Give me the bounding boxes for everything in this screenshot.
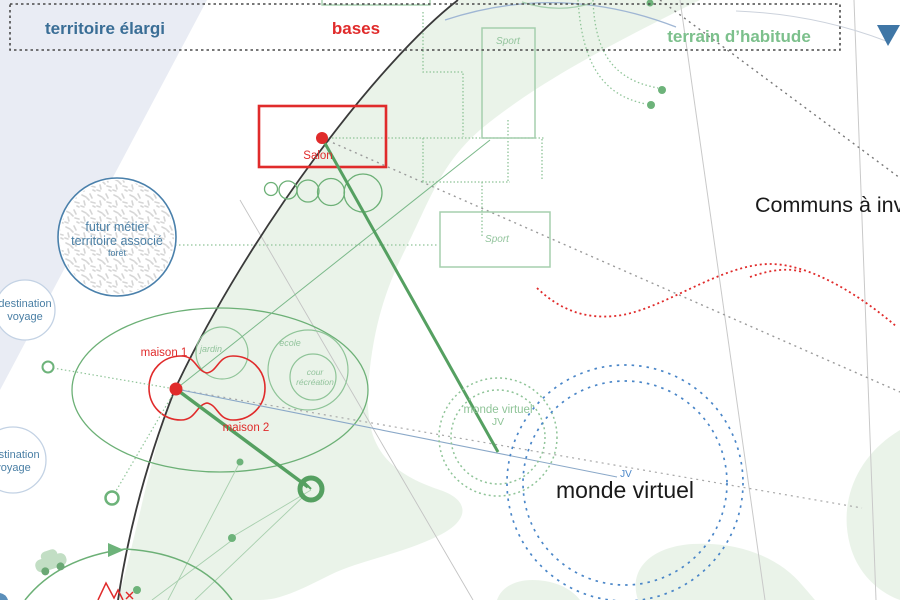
- green-line-maison-ring: [174, 387, 310, 489]
- jardin-label: jardin: [199, 344, 222, 354]
- dotted-line-terrain: [659, 0, 900, 179]
- swath-blob-small: [497, 579, 580, 600]
- sport-2-label: Sport: [485, 234, 510, 245]
- header-dashed-box: [9, 3, 841, 51]
- faint-line-1: [679, 0, 766, 600]
- triangle-marker-icon: [877, 25, 900, 46]
- header-bases-label: bases: [332, 19, 380, 38]
- faint-green-diagonals: [151, 461, 312, 600]
- maison-ellipse: [71, 307, 369, 473]
- maison-dot: [169, 382, 183, 396]
- cour-label-1: cour: [307, 367, 325, 377]
- sport-rect-1: [481, 27, 536, 139]
- mv-big-label: monde virtuel: [556, 477, 694, 503]
- green-dot-f: [236, 458, 244, 466]
- car-icon: [35, 549, 67, 576]
- dotted-curve-2: [577, 0, 647, 105]
- salon-dot: [316, 132, 328, 144]
- green-dot-d: [133, 586, 141, 594]
- red-x-mark: [125, 591, 134, 600]
- black-arc: [117, 0, 459, 600]
- destination-circle-1: [0, 279, 56, 341]
- dotted-curve-1: [592, 0, 659, 89]
- dotted-line-maison: [175, 388, 863, 509]
- dotted-guide-left: [52, 367, 176, 390]
- futur-label-2: territoire associé: [71, 234, 163, 248]
- blue-arc-top: [444, 1, 677, 28]
- ecole-circle: [267, 329, 349, 411]
- green-dot-a: [658, 86, 666, 94]
- sport-1-label: Sport: [496, 36, 521, 47]
- mv-small-label: monde virtuel: [463, 404, 532, 416]
- green-rect-top: [321, 0, 431, 6]
- ecole-label: ecole: [279, 338, 301, 348]
- mv-green-circle-inner: [450, 389, 546, 485]
- jv-blue-label: JV: [620, 469, 632, 480]
- background-swath-green: [118, 0, 700, 600]
- communs-label: Communs à inv: [755, 193, 900, 217]
- faint-arc-top-right: [735, 10, 887, 42]
- futur-metier-circle: [57, 177, 177, 297]
- travel-arc: [24, 548, 233, 600]
- destination1-label-1: destination: [0, 298, 52, 310]
- arrow-right-icon: [108, 543, 124, 557]
- blue-line-maison-jv: [175, 388, 618, 478]
- thick-ring: [297, 475, 325, 503]
- cour-circle: [289, 353, 337, 401]
- green-line-salon-jv: [320, 137, 500, 453]
- green-thin-link: [175, 139, 491, 390]
- dotted-guide-down: [112, 388, 177, 497]
- futur-label-3: forêt: [108, 248, 127, 258]
- red-dotted-wave-echo: [749, 268, 803, 278]
- destination1-label-2: voyage: [7, 311, 42, 323]
- header-terrain-label: terrain d’habitude: [667, 27, 811, 46]
- green-dot-b: [647, 101, 655, 109]
- red-dotted-wave: [536, 263, 898, 328]
- destination2-label-1: destination: [0, 449, 40, 461]
- faint-line-2: [853, 0, 877, 600]
- mv-blue-circle-inner: [522, 380, 728, 586]
- jv-green-label: JV: [492, 416, 504, 428]
- jardin-circle: [195, 326, 249, 380]
- salon-label: Salon: [303, 150, 332, 162]
- small-ring-bottom: [104, 490, 120, 506]
- swath-blob-bottom: [635, 543, 815, 600]
- red-zigzag: [97, 581, 124, 600]
- header-territoire-label: territoire élargi: [45, 19, 165, 38]
- salon-rect: [257, 104, 388, 169]
- maison-peanut: [148, 355, 266, 421]
- destination-circle-2: [0, 426, 47, 494]
- sport-rect-2: [439, 211, 551, 268]
- green-dot-e: [228, 534, 236, 542]
- destination2-label-2: voyage: [0, 462, 31, 474]
- mv-blue-circle-outer: [506, 364, 744, 600]
- cour-label-2: récréation: [296, 377, 334, 387]
- maison1-label: maison 1: [141, 347, 188, 359]
- small-ring-left: [41, 360, 55, 374]
- futur-label-1: futur métier: [85, 220, 148, 234]
- mv-green-circle-outer: [438, 377, 558, 497]
- maison2-label: maison 2: [223, 422, 270, 434]
- blue-corner-shape: [0, 593, 8, 600]
- faint-line-3: [239, 199, 474, 600]
